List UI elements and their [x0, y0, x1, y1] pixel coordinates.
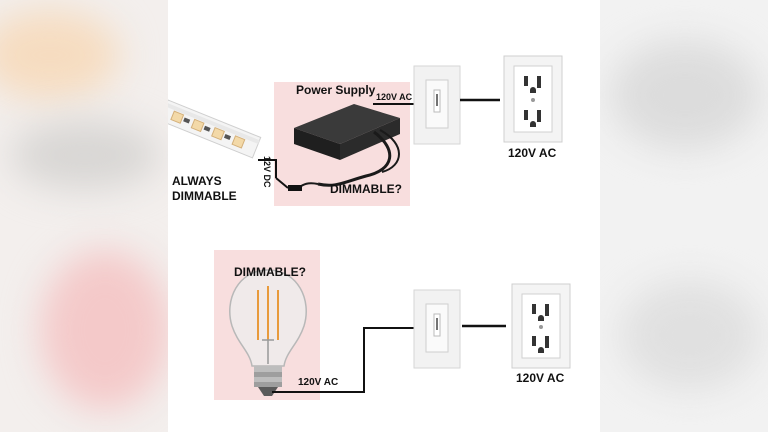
left-blurred-panel [0, 0, 168, 432]
wiring-diagram: Power Supply 120V AC 12V DC ALWAYS DIMMA… [168, 0, 600, 432]
bulb-question: DIMMABLE? [234, 265, 306, 279]
power-supply-label: Power Supply [296, 83, 376, 97]
diagram-drawing [168, 55, 571, 396]
blur-blob [10, 120, 160, 190]
wall-outlet-icon [503, 55, 563, 143]
top-outlet-label: 120V AC [508, 146, 557, 160]
led-strip-icon [168, 99, 262, 159]
wall-switch-icon [413, 289, 461, 369]
right-blurred-panel [600, 0, 768, 432]
wall-switch-icon [413, 65, 461, 145]
bulb-wire-label: 120V AC [298, 377, 339, 388]
wall-outlet-icon [511, 283, 571, 369]
strip-dimmable-label: ALWAYS DIMMABLE [172, 174, 237, 204]
bottom-outlet-label: 120V AC [516, 371, 565, 385]
strip-label-line2: DIMMABLE [172, 189, 237, 203]
power-supply-icon [288, 104, 400, 191]
blur-blob [40, 250, 168, 410]
blur-blob [610, 40, 760, 150]
dc-output-label: 12V DC [262, 156, 272, 188]
ac-input-label: 120V AC [376, 92, 413, 102]
blur-blob [620, 280, 760, 390]
power-supply-question: DIMMABLE? [330, 182, 402, 196]
strip-label-line1: ALWAYS [172, 174, 222, 188]
light-bulb-icon [229, 269, 307, 396]
blur-blob [0, 10, 120, 100]
